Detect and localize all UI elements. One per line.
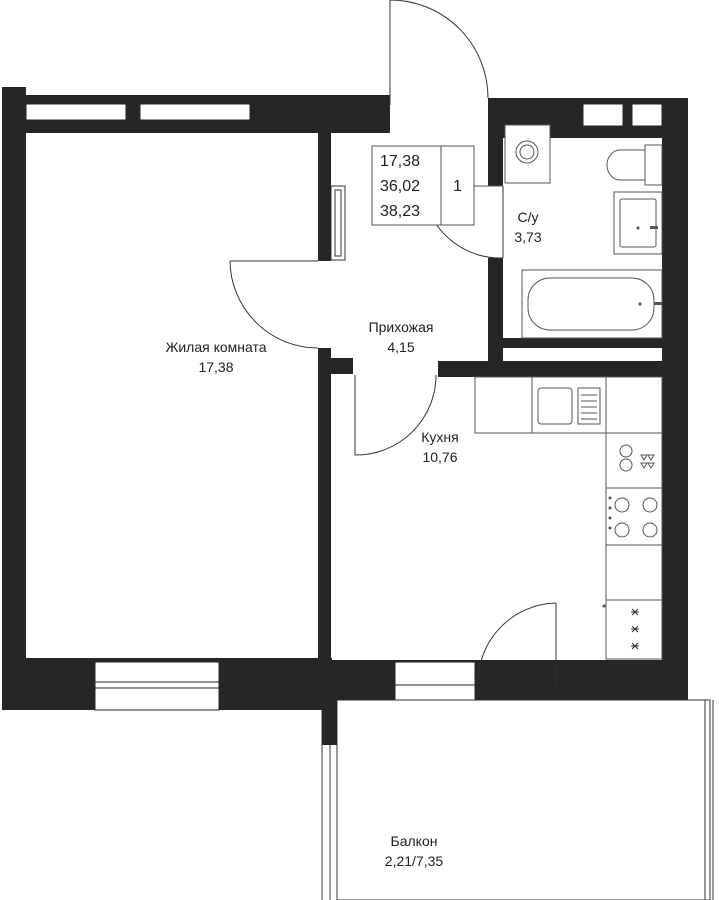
wall-living-hall-upper: [318, 133, 331, 261]
snowflake-icon: [631, 625, 639, 633]
area-summary-table: 17,38 36,02 38,23 1: [371, 145, 503, 226]
stove-burner-1: [614, 497, 630, 513]
tub-drain: [638, 302, 642, 306]
kitchen-fixtures: [474, 376, 663, 660]
summary-total-with-balcony: 38,23: [380, 203, 420, 220]
bath-area: 3,73: [514, 229, 541, 245]
wardrobe: [330, 185, 346, 261]
wall-bottom-kitchen: [318, 660, 688, 700]
knob-2: [608, 506, 612, 510]
wall-bath-left-upper: [488, 98, 503, 186]
wall-kitchen-top: [438, 361, 662, 377]
window-living-top-1: [25, 103, 127, 121]
sink-drain: [636, 226, 640, 230]
balcony-name: Балкон: [391, 833, 438, 849]
window-living-top-2: [139, 103, 251, 121]
dishwasher-drop-2: [640, 462, 648, 469]
living-door-swing: [229, 260, 319, 349]
summary-rooms-count: 1: [453, 178, 462, 195]
stove-burner-4: [642, 522, 658, 538]
window-living-bottom: [94, 661, 220, 711]
stove-burner-2: [642, 497, 658, 513]
stove-knobs: [602, 496, 612, 608]
wall-right: [662, 98, 688, 700]
living-room-area: 17,38: [198, 359, 233, 375]
summary-box: [371, 145, 475, 226]
room-labels: Жилая комната 17,38 Прихожая 4,15 С/у 3,…: [165, 209, 541, 869]
window-bath-top-2: [631, 103, 663, 127]
wall-bath-left-lower: [488, 258, 503, 376]
dishwasher-drop-1: [640, 454, 648, 461]
balcony-wall-stub: [322, 700, 337, 745]
balcony-outline: [336, 699, 711, 900]
knob-1: [608, 496, 612, 500]
bath-fixture-details: [636, 226, 662, 306]
dishwasher-drop-3: [647, 454, 655, 461]
bath-name: С/у: [518, 209, 539, 225]
sink-faucet: [650, 226, 658, 229]
summary-total-area: 36,02: [380, 178, 420, 195]
tub-faucet: [654, 302, 662, 305]
kitchen-area: 10,76: [422, 449, 457, 465]
drain-board: [577, 387, 601, 425]
snowflake-icon: [631, 642, 639, 650]
window-kitchen-bottom: [394, 661, 476, 701]
window-bath-top-1: [582, 103, 624, 127]
bathtub-inner: [527, 277, 655, 331]
balcony: [321, 699, 714, 900]
washing-machine-drum-inner: [519, 144, 535, 160]
wardrobe-inner: [334, 189, 342, 257]
kitchen-name: Кухня: [421, 429, 458, 445]
wall-living-kitchen: [318, 348, 331, 660]
knob-3: [608, 516, 612, 520]
kitchen-counter-right: [605, 432, 663, 660]
doors: [229, 0, 557, 686]
dishwasher-ring-1: [619, 444, 633, 458]
kitchen-door-swing: [354, 374, 437, 456]
snowflake-icon: [631, 608, 639, 616]
dishwasher-ring-2: [619, 458, 633, 472]
sink-basin: [619, 198, 657, 248]
fridge-snowflakes: [631, 608, 639, 650]
knob-5: [602, 604, 606, 608]
wall-bath-bottom: [488, 338, 662, 348]
living-room-name: Жилая комната: [165, 339, 266, 355]
wall-left: [2, 87, 26, 710]
balcony-door-swing: [477, 602, 557, 686]
summary-living-area: 17,38: [380, 153, 420, 170]
kitchen-fixture-details: [581, 394, 655, 469]
toilet-bowl: [606, 149, 646, 181]
kitchen-sink: [537, 387, 573, 425]
entrance-door-swing: [389, 0, 489, 99]
knob-4: [608, 526, 612, 530]
dishwasher-drop-4: [647, 462, 655, 469]
toilet-tank: [644, 144, 663, 186]
balcony-area: 2,21/7,35: [385, 853, 444, 869]
stove-burner-3: [614, 522, 630, 538]
hall-area: 4,15: [387, 339, 414, 355]
windows: [25, 103, 663, 711]
wall-stub-hall: [318, 358, 353, 374]
hall-name: Прихожая: [369, 319, 434, 335]
